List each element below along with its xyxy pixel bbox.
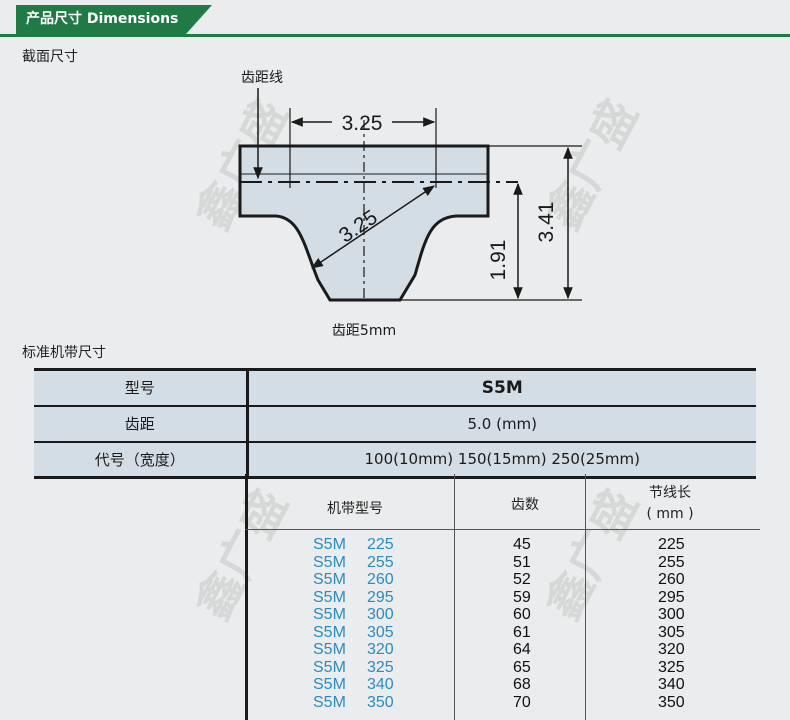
header-rule [0, 34, 790, 37]
model-cell: S5M [313, 623, 346, 641]
model-cell: S5M [313, 693, 346, 711]
model-cell: S5M [313, 536, 346, 553]
length-cell: 300 [658, 606, 685, 623]
spec-label: 型号 [34, 369, 249, 406]
table-row: S5M 225 45 225 [245, 536, 760, 554]
header-title: 产品尺寸 Dimensions [16, 5, 186, 34]
length-cell: 260 [658, 571, 685, 588]
table-row: S5M 260 52 260 [245, 571, 760, 589]
col-header-teeth: 齿数 [511, 497, 539, 513]
teeth-cell: 70 [513, 693, 531, 711]
length-cell: 295 [658, 588, 685, 606]
table-row: S5M 340 68 340 [245, 676, 760, 694]
spec-value: 100(10mm) 150(15mm) 250(25mm) [247, 441, 756, 478]
teeth-cell: 52 [513, 571, 531, 588]
spec-value: 5.0 (mm) [247, 405, 756, 442]
table-row: S5M 305 61 305 [245, 624, 760, 642]
length-cell: 255 [658, 553, 685, 571]
table-row: S5M 255 51 255 [245, 554, 760, 572]
model-cell: S5M [313, 606, 346, 623]
model-cell: S5M [313, 641, 346, 658]
spec-label: 齿距 [34, 405, 249, 442]
table-row: 齿距 5.0 (mm) [34, 405, 756, 442]
belt-profile-diagram: 3.25 齿距线 3.25 1.91 3.41 齿距5mm [238, 70, 582, 339]
table-row: S5M 320 64 320 [245, 641, 760, 659]
teeth-cell: 51 [513, 553, 531, 571]
teeth-cell: 65 [513, 658, 531, 676]
table-row: S5M 350 70 350 [245, 694, 760, 712]
size-cell: 225 [367, 536, 394, 553]
size-cell: 300 [367, 606, 394, 623]
profile-section-title: 截面尺寸 [22, 49, 78, 65]
dim-tooth-height-label: 1.91 [487, 240, 510, 281]
model-cell: S5M [313, 676, 346, 693]
size-cell: 305 [367, 623, 394, 641]
spec-table: 型号 S5M 齿距 5.0 (mm) 代号（宽度） 100(10mm) 150(… [34, 368, 756, 479]
model-cell: S5M [313, 588, 346, 606]
dim-top-label: 3.25 [342, 112, 383, 135]
col-header-length: 节线长 [649, 485, 691, 501]
length-cell: 325 [658, 658, 685, 676]
section-header: 产品尺寸 Dimensions [0, 0, 790, 40]
teeth-cell: 45 [513, 536, 531, 553]
dim-total-height-label: 3.41 [535, 202, 558, 243]
header-divider [245, 529, 760, 530]
teeth-cell: 64 [513, 641, 531, 658]
spec-value: S5M [247, 369, 756, 406]
size-cell: 255 [367, 553, 394, 571]
length-cell: 320 [658, 641, 685, 658]
length-cell: 350 [658, 693, 685, 711]
header-tab-tip [186, 5, 212, 34]
model-cell: S5M [313, 571, 346, 588]
table-row: 代号（宽度） 100(10mm) 150(15mm) 250(25mm) [34, 441, 756, 478]
spec-label: 代号（宽度） [34, 441, 249, 478]
column-divider [454, 474, 455, 720]
model-cell: S5M [313, 658, 346, 676]
size-cell: 350 [367, 693, 394, 711]
std-section-title: 标准机带尺寸 [22, 345, 106, 361]
teeth-cell: 60 [513, 606, 531, 623]
teeth-cell: 59 [513, 588, 531, 606]
model-cell: S5M [313, 553, 346, 571]
table-row: S5M 295 59 295 [245, 589, 760, 607]
pitch-label: 齿距5mm [332, 323, 396, 339]
size-cell: 325 [367, 658, 394, 676]
col-header-length-unit: ( mm ) [646, 506, 694, 522]
size-cell: 295 [367, 588, 394, 606]
teeth-cell: 68 [513, 676, 531, 693]
column-divider [585, 474, 586, 720]
col-header-model: 机带型号 [327, 501, 383, 517]
column-divider [245, 474, 248, 720]
table-row: 型号 S5M [34, 369, 756, 406]
table-row: S5M 325 65 325 [245, 659, 760, 677]
pitch-line-label: 齿距线 [241, 70, 283, 86]
length-cell: 305 [658, 623, 685, 641]
length-cell: 340 [658, 676, 685, 693]
table-row: S5M 300 60 300 [245, 606, 760, 624]
length-cell: 225 [658, 536, 685, 553]
teeth-cell: 61 [513, 623, 531, 641]
belt-table: 机带型号 齿数 节线长 ( mm ) S5M 225 45 225 S5M 25… [245, 474, 760, 720]
size-cell: 260 [367, 571, 394, 588]
size-cell: 340 [367, 676, 394, 693]
size-cell: 320 [367, 641, 394, 658]
